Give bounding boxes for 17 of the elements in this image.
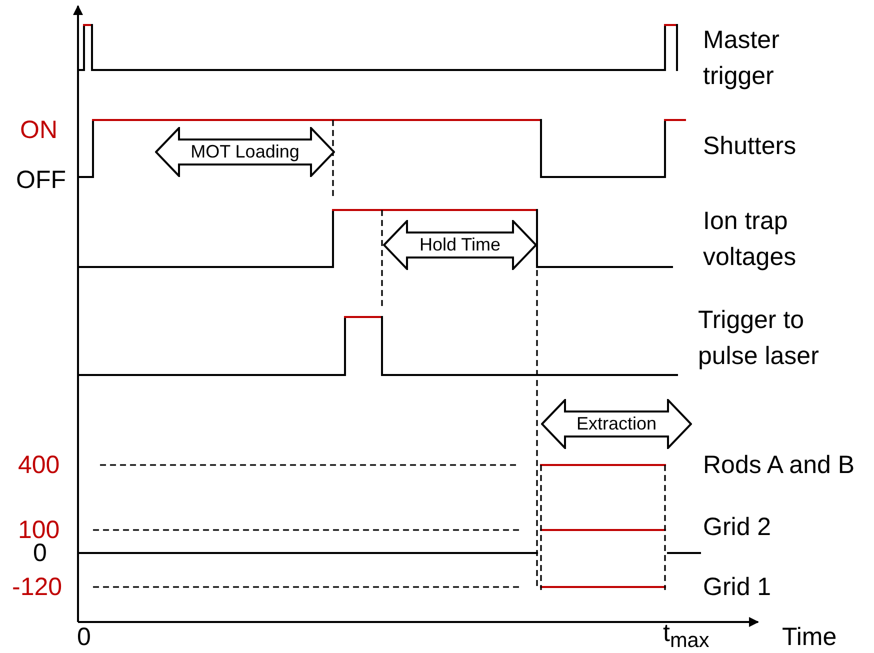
- arrow-label: MOT Loading: [190, 142, 300, 162]
- level-value: OFF: [16, 165, 67, 196]
- axis-tick-label: 0: [77, 622, 92, 653]
- signal-name: Rods A and B: [703, 450, 856, 481]
- signal-name: Master trigger: [703, 25, 780, 92]
- signal-name: Grid 1: [703, 572, 772, 603]
- arrow-label: Hold Time: [418, 234, 502, 256]
- axis-title: Time: [782, 622, 838, 653]
- voltage-value: 400: [18, 450, 61, 481]
- signal-name: Trigger to pulse laser: [698, 305, 820, 372]
- voltage-value: -120: [12, 572, 64, 603]
- level-value: ON: [20, 115, 58, 146]
- signal-name: Shutters: [703, 131, 798, 162]
- signal-name: Grid 2: [703, 512, 772, 543]
- axis-tick-label: t$_{max}$: [663, 618, 710, 653]
- arrow-label: Extraction: [575, 414, 658, 434]
- signal-name: Ion trap voltages: [703, 206, 798, 273]
